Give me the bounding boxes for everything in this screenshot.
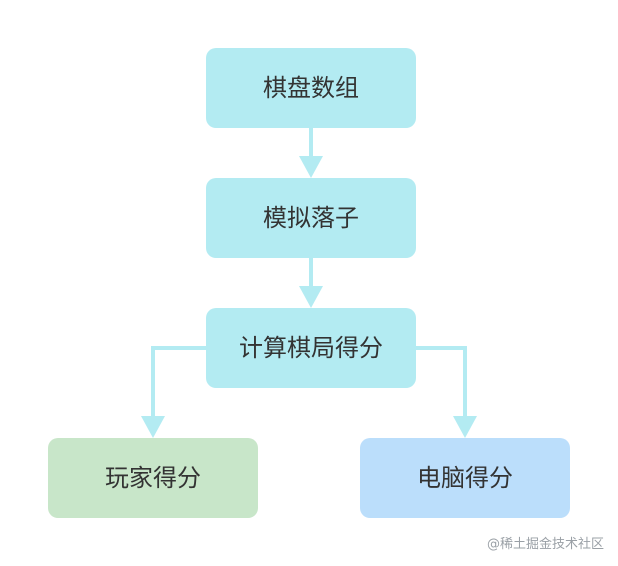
node-label-board: 棋盘数组 (263, 74, 359, 102)
node-box-score (206, 308, 416, 388)
node-label-computer: 电脑得分 (417, 464, 513, 492)
edge-board-to-simulate-arrowhead (299, 156, 323, 178)
edge-score-to-computer-line (416, 346, 467, 418)
node-computer: 电脑得分 (360, 438, 570, 518)
edge-score-to-player-arrowhead (141, 416, 165, 438)
node-player: 玩家得分 (48, 438, 258, 518)
node-label-simulate: 模拟落子 (263, 204, 359, 232)
node-box-simulate (206, 178, 416, 258)
node-score: 计算棋局得分 (206, 308, 416, 388)
node-box-player (48, 438, 258, 518)
node-box-board (206, 48, 416, 128)
edges-layer (141, 128, 477, 438)
node-board: 棋盘数组 (206, 48, 416, 128)
watermark-text: @稀土掘金技术社区 (486, 537, 604, 552)
edge-score-to-player-line (151, 346, 206, 418)
node-simulate: 模拟落子 (206, 178, 416, 258)
node-label-score: 计算棋局得分 (239, 334, 383, 362)
edge-simulate-to-score-arrowhead (299, 286, 323, 308)
node-box-computer (360, 438, 570, 518)
edge-score-to-computer-arrowhead (453, 416, 477, 438)
node-label-player: 玩家得分 (105, 464, 201, 492)
